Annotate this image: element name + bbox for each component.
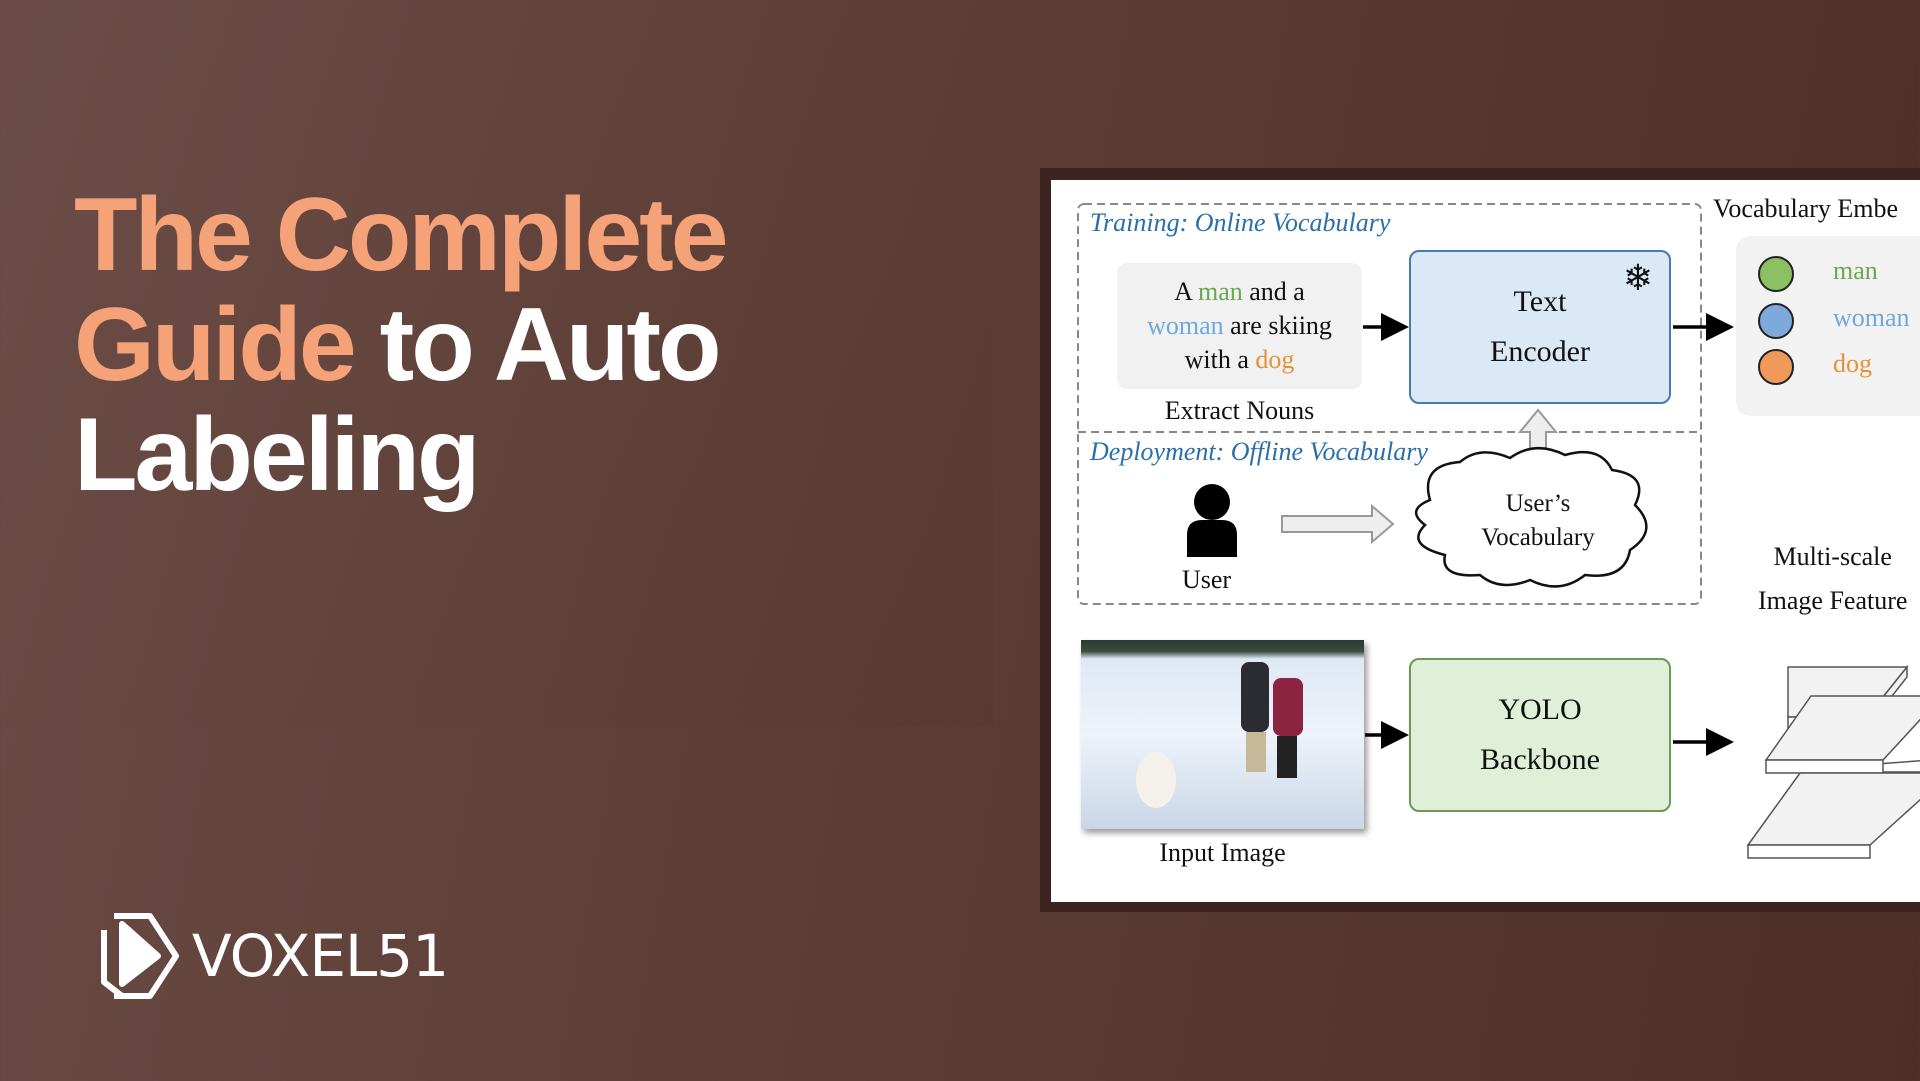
sentence-box: A man and a woman are skiing with a dog — [1117, 263, 1362, 389]
cloud-shape — [1415, 447, 1648, 588]
embedding-dot-man — [1758, 256, 1794, 292]
page-title: The Complete Guide to Auto Labeling — [74, 177, 729, 513]
feature-map-large — [1746, 772, 1920, 846]
embedding-dot-woman — [1758, 303, 1794, 339]
training-label: Training: Online Vocabulary — [1090, 208, 1391, 237]
user-icon — [1187, 484, 1237, 557]
background-panel — [0, 0, 993, 727]
title-line-1: The Complete — [74, 177, 729, 293]
input-image — [1081, 640, 1364, 829]
voxel51-logo-icon — [101, 913, 179, 999]
user-label: User — [1182, 565, 1232, 594]
word-woman: woman — [1147, 311, 1224, 340]
embeddings-panel: man woman dog — [1736, 236, 1920, 416]
voxel51-logo: VOXEL51 — [92, 910, 449, 1002]
title-line-2-accent: Guide — [74, 287, 357, 403]
snowflake-icon: ❄ — [1622, 258, 1653, 298]
title-line-3: Labeling — [74, 397, 481, 513]
title-line-2: to Auto — [353, 287, 722, 403]
deployment-label: Deployment: Offline Vocabulary — [1090, 437, 1428, 466]
embedding-label-man: man — [1833, 256, 1878, 285]
hollow-right-arrow-icon — [1281, 503, 1395, 545]
extract-nouns-label: Extract Nouns — [1164, 396, 1315, 425]
brand-name: VOXEL51 — [192, 922, 449, 990]
vocabulary-embeddings-label: Vocabulary Embe — [1713, 194, 1899, 223]
embedding-dot-dog — [1758, 349, 1794, 385]
embedding-label-dog: dog — [1833, 349, 1872, 378]
dashed-section-box — [1077, 203, 1702, 605]
input-image-label: Input Image — [1159, 838, 1286, 867]
word-dog: dog — [1255, 345, 1295, 374]
embedding-label-woman: woman — [1833, 303, 1910, 332]
word-man: man — [1197, 277, 1243, 306]
feature-maps — [1746, 664, 1920, 859]
